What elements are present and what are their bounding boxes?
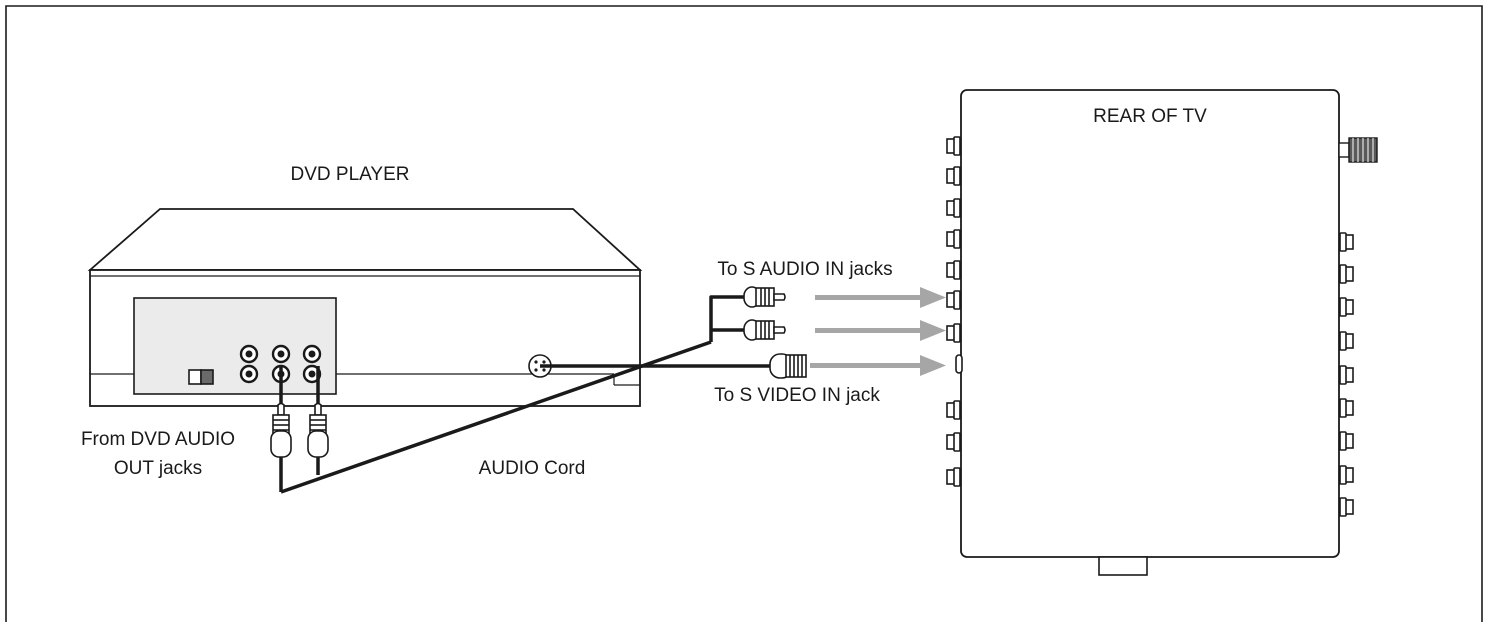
- tv-body: [960, 89, 1340, 576]
- audio-in-label: To S AUDIO IN jacks: [717, 259, 892, 280]
- rca-plug-right: [307, 402, 329, 458]
- tv-right-jacks: [1339, 232, 1354, 517]
- tv-stand-tab: [1098, 556, 1148, 576]
- rca-plug-left: [270, 402, 292, 458]
- from-dvd-label-line2: OUT jacks: [114, 458, 202, 479]
- figure-border: [5, 5, 1483, 622]
- rca-plug-audio-2: [743, 319, 786, 341]
- dvd-rear-panel: [133, 297, 337, 395]
- video-in-label: To S VIDEO IN jack: [714, 385, 880, 406]
- tv-left-jacks: [946, 136, 963, 487]
- direction-arrows: [810, 287, 946, 376]
- s-video-plug: [769, 353, 807, 379]
- dvd-player-label: DVD PLAYER: [291, 164, 410, 185]
- antenna-connector: [1338, 137, 1378, 163]
- from-dvd-label-line1: From DVD AUDIO: [81, 429, 235, 450]
- rear-of-tv-label: REAR OF TV: [1093, 106, 1207, 127]
- rca-plug-audio-1: [743, 286, 786, 308]
- audio-cord-label: AUDIO Cord: [479, 458, 586, 479]
- dvd-output-jacks: [239, 344, 322, 384]
